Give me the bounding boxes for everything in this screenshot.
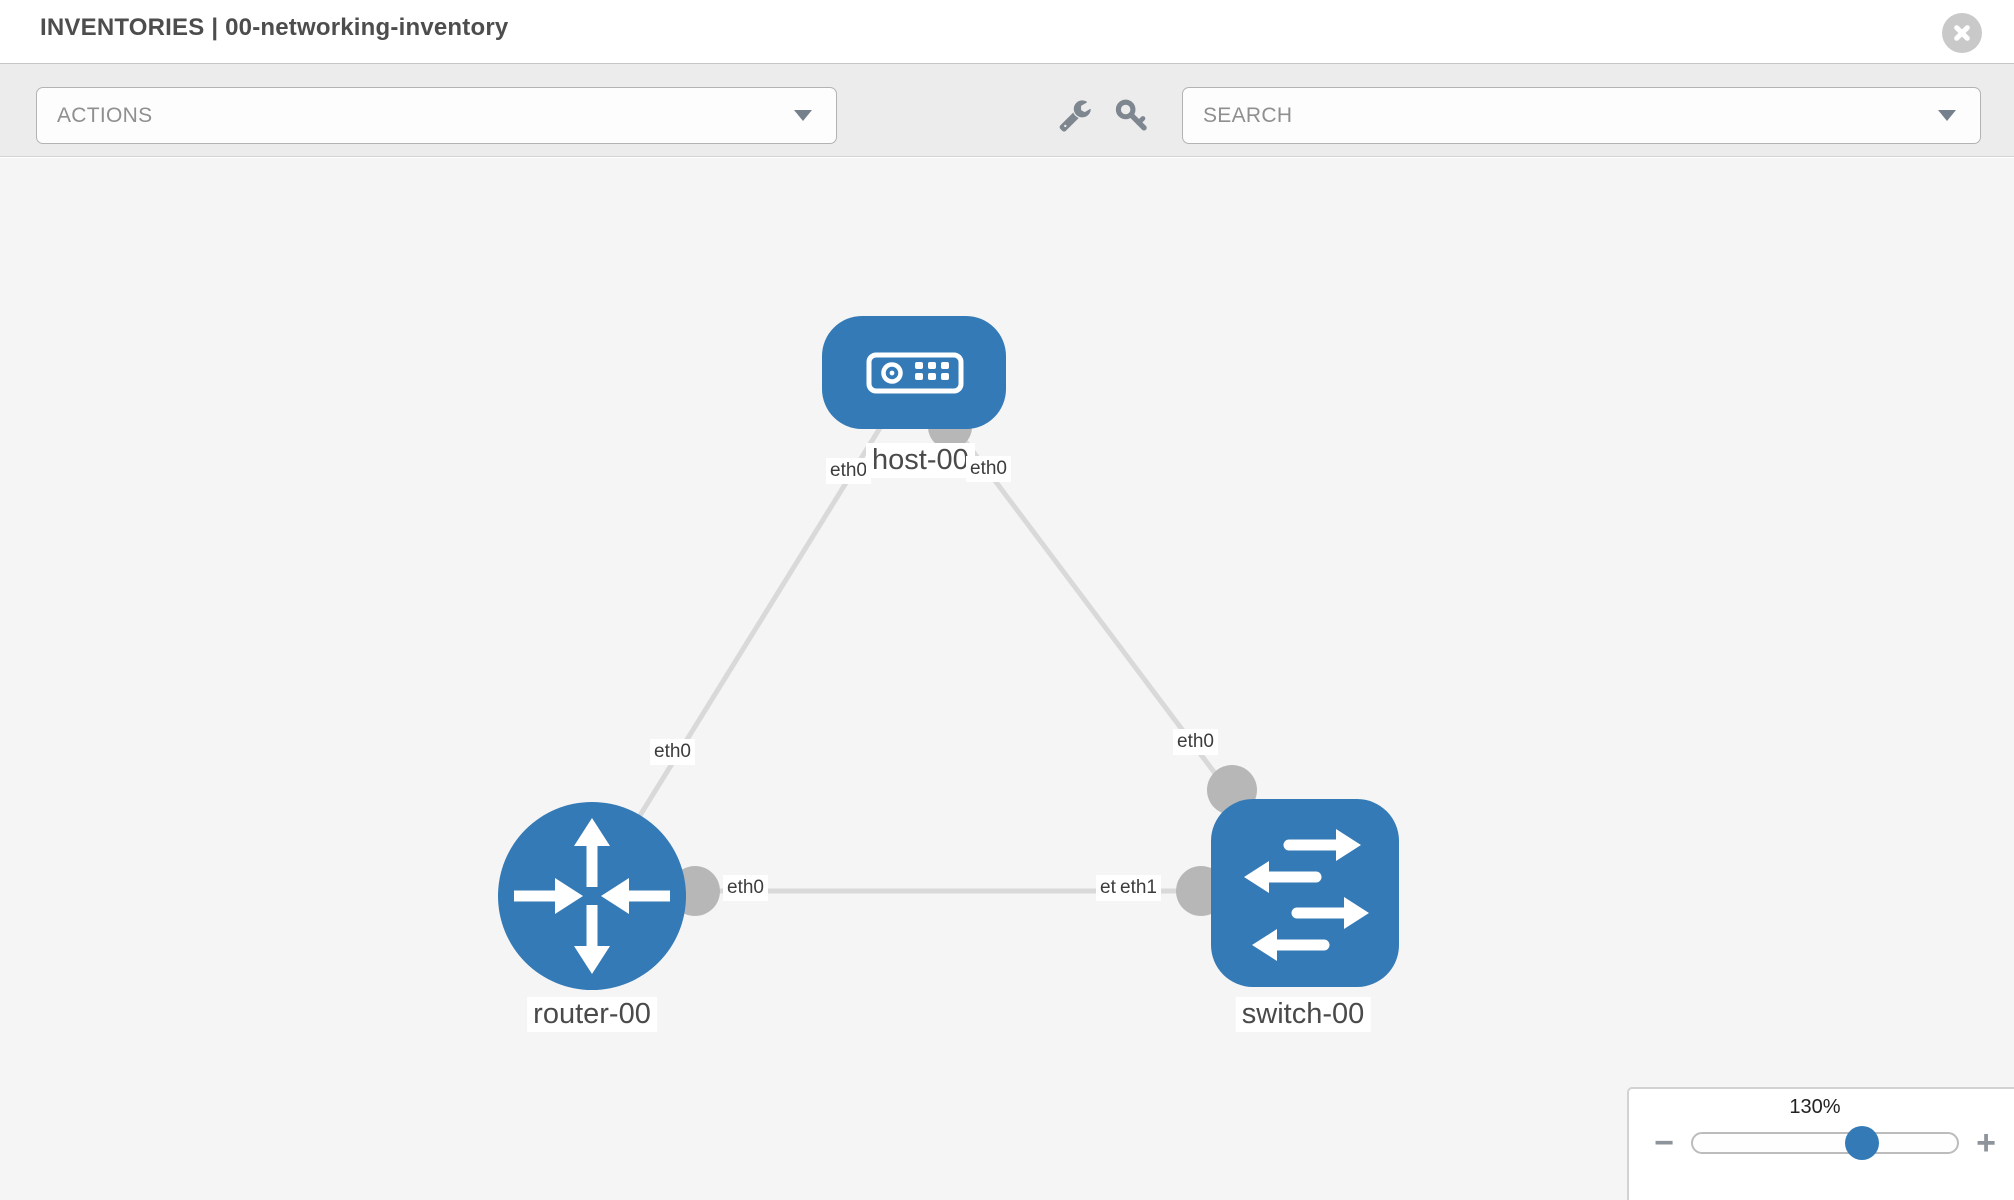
chevron-down-icon [794,110,812,121]
switch-icon [1244,829,1369,961]
zoom-control-panel: 130% − + [1627,1087,2014,1200]
interface-label: eth0 [1173,729,1218,755]
actions-dropdown-label: ACTIONS [57,103,153,127]
node-host-00[interactable] [822,316,1006,429]
router-icon [514,818,670,974]
page-title: INVENTORIES | 00-networking-inventory [40,14,509,41]
node-switch-00[interactable] [1211,799,1399,987]
header: INVENTORIES | 00-networking-inventory [0,0,2014,63]
search-dropdown[interactable]: SEARCH [1182,87,1981,144]
toolbar: ACTIONS SEARCH [0,63,2014,157]
node-label-switch-00: switch-00 [1235,997,1371,1032]
zoom-percentage: 130% [1789,1096,1841,1118]
key-icon [1115,99,1147,131]
zoom-slider-thumb[interactable] [1844,1126,1879,1160]
wrench-icon [1059,100,1091,132]
configure-wrench-button[interactable] [1055,95,1095,135]
interface-label: eth0 [826,458,871,484]
close-button[interactable] [1942,13,1982,53]
credentials-key-button[interactable] [1112,95,1152,135]
topology-canvas[interactable]: eth0 host-00 eth0 eth0 eth0 eth0 eth0 et… [0,158,2014,1200]
node-label-router-00: router-00 [527,997,657,1032]
zoom-slider-row: − + [1629,1124,2014,1162]
search-dropdown-label: SEARCH [1203,103,1293,127]
interface-label: eth0 [966,456,1011,482]
node-label-host-00: host-00 [866,443,975,478]
interface-label: eth0 [650,739,695,765]
chevron-down-icon [1938,110,1956,121]
actions-dropdown[interactable]: ACTIONS [36,87,837,144]
host-icon [866,352,964,394]
interface-label: eth0 [723,875,768,901]
interface-label: eth1 [1116,875,1161,901]
zoom-out-button[interactable]: − [1654,1124,1674,1162]
zoom-in-button[interactable]: + [1976,1124,1996,1162]
zoom-slider-track[interactable] [1691,1126,1959,1160]
node-router-00[interactable] [498,802,686,990]
